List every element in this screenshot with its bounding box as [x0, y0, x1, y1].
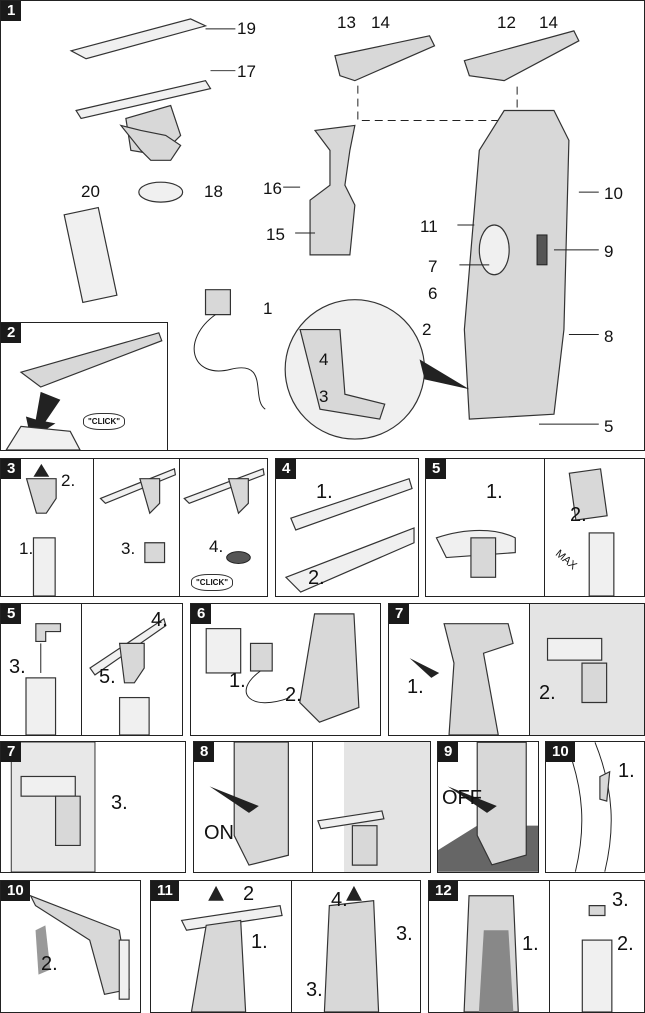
panel-badge: 8 — [194, 742, 215, 762]
step-2: 2. — [285, 684, 302, 706]
part-label-14b: 14 — [539, 13, 558, 32]
panel-badge: 5 — [1, 604, 22, 624]
part-label-20: 20 — [81, 182, 100, 201]
panel-7-spray: 7 1. 2. — [388, 603, 645, 736]
water-illustration — [25, 617, 167, 735]
step-3: 3. — [121, 539, 136, 558]
part-label-16: 16 — [263, 179, 282, 198]
step-5: 5. — [99, 666, 116, 688]
step-1: 1. — [618, 760, 635, 782]
panel-3-change-blade: 3 2. 1. 3. 4. "CLICK" — [0, 458, 268, 597]
step-1: 1. — [486, 481, 503, 503]
step-1: 1. — [229, 670, 246, 692]
step-3: 3. — [612, 889, 629, 911]
panel-badge: 11 — [151, 881, 179, 901]
part-label-13: 13 — [337, 13, 356, 32]
panel-11-remove-blade: 11 2 1. 4. 3. 3. — [150, 880, 421, 1013]
switch-off-illustration — [438, 742, 538, 872]
part-label-2: 2 — [422, 320, 432, 339]
panel-badge: 1 — [1, 1, 22, 21]
panel-10-wipe-cloth: 10 2. — [0, 880, 141, 1013]
step-2: 2. — [61, 471, 76, 490]
panel-10-release-belt: 10 1. — [545, 741, 645, 873]
panel-9-switch-off: 9 OFF — [437, 741, 539, 873]
part-label-11: 11 — [420, 217, 438, 236]
panel-badge: 10 — [1, 881, 30, 901]
panel-badge: 4 — [276, 459, 297, 479]
click-burst: "CLICK" — [83, 413, 126, 430]
click-burst: "CLICK" — [191, 574, 234, 591]
charging-illustration — [205, 613, 360, 723]
part-label-6: 6 — [428, 284, 438, 303]
panel-badge: 3 — [1, 459, 22, 479]
step-1: 1. — [522, 933, 539, 955]
cloth-illustration — [29, 894, 130, 1000]
step-2: 2. — [41, 953, 58, 975]
part-label-1: 1 — [263, 299, 273, 318]
blade-steps-illustration — [25, 463, 265, 596]
step-2: 2. — [570, 504, 587, 526]
part-label-5: 5 — [604, 417, 614, 436]
spray-illustration — [409, 623, 608, 735]
step-3: 3. — [111, 792, 128, 814]
parts-illustration — [63, 18, 599, 440]
step-1: 1. — [19, 539, 34, 558]
step-2: 2 — [243, 883, 255, 905]
part-label-4: 4 — [319, 350, 329, 369]
panel-2-attach-blade: 2 "CLICK" — [0, 322, 168, 451]
panel-badge: 6 — [191, 604, 212, 624]
step-3-right: 3. — [396, 923, 413, 945]
part-label-8: 8 — [604, 327, 614, 346]
step-2: 2. — [308, 567, 325, 589]
on-label: ON — [204, 822, 234, 844]
step-2: 2. — [539, 682, 556, 704]
step-3-left: 3. — [306, 979, 323, 1001]
switch-on-illustration — [209, 742, 385, 866]
panel-7-wipe: 7 3. — [0, 741, 186, 873]
panel-5-fill-water: 5 3. 4. 5. — [0, 603, 183, 736]
panel-badge: 7 — [389, 604, 410, 624]
panel-5-fill-detergent: 5 1. 2. MAX — [425, 458, 645, 597]
panel-4-replace-lip: 4 1. 2. — [275, 458, 419, 597]
part-label-10: 10 — [604, 184, 623, 203]
lip-illustration — [284, 477, 415, 593]
panel-badge: 2 — [1, 323, 22, 343]
step-4: 4. — [331, 889, 348, 911]
part-label-18: 18 — [204, 182, 223, 201]
attach-illustration — [5, 332, 163, 450]
panel-badge: 9 — [438, 742, 459, 762]
step-4: 4. — [209, 537, 224, 556]
empty-tank-illustration — [463, 895, 613, 1012]
panel-badge: 5 — [426, 459, 447, 479]
panel-badge: 7 — [1, 742, 22, 762]
part-label-9: 9 — [604, 242, 614, 261]
panel-8-switch-on: 8 ON — [193, 741, 431, 873]
step-3: 3. — [9, 656, 26, 678]
step-1: 1. — [251, 931, 268, 953]
part-label-15: 15 — [266, 225, 285, 244]
part-label-17: 17 — [237, 62, 256, 81]
wipe-illustration — [10, 742, 96, 872]
step-2: 2. — [617, 933, 634, 955]
step-1: 1. — [316, 481, 333, 503]
step-1: 1. — [407, 676, 424, 698]
off-label: OFF — [442, 787, 482, 809]
step-4: 4. — [151, 609, 168, 631]
panel-badge: 12 — [429, 881, 458, 901]
panel-badge: 10 — [546, 742, 575, 762]
panel-12-empty-tank: 12 1. 3. 2. — [428, 880, 645, 1013]
part-label-7: 7 — [428, 257, 438, 276]
detergent-illustration — [435, 468, 615, 596]
part-label-19: 19 — [237, 19, 256, 38]
panel-6-charge: 6 1. 2. — [190, 603, 381, 736]
part-label-14: 14 — [371, 13, 390, 32]
remove-blade-illustration — [180, 885, 380, 1012]
part-label-12: 12 — [497, 13, 516, 32]
part-label-3: 3 — [319, 387, 329, 406]
